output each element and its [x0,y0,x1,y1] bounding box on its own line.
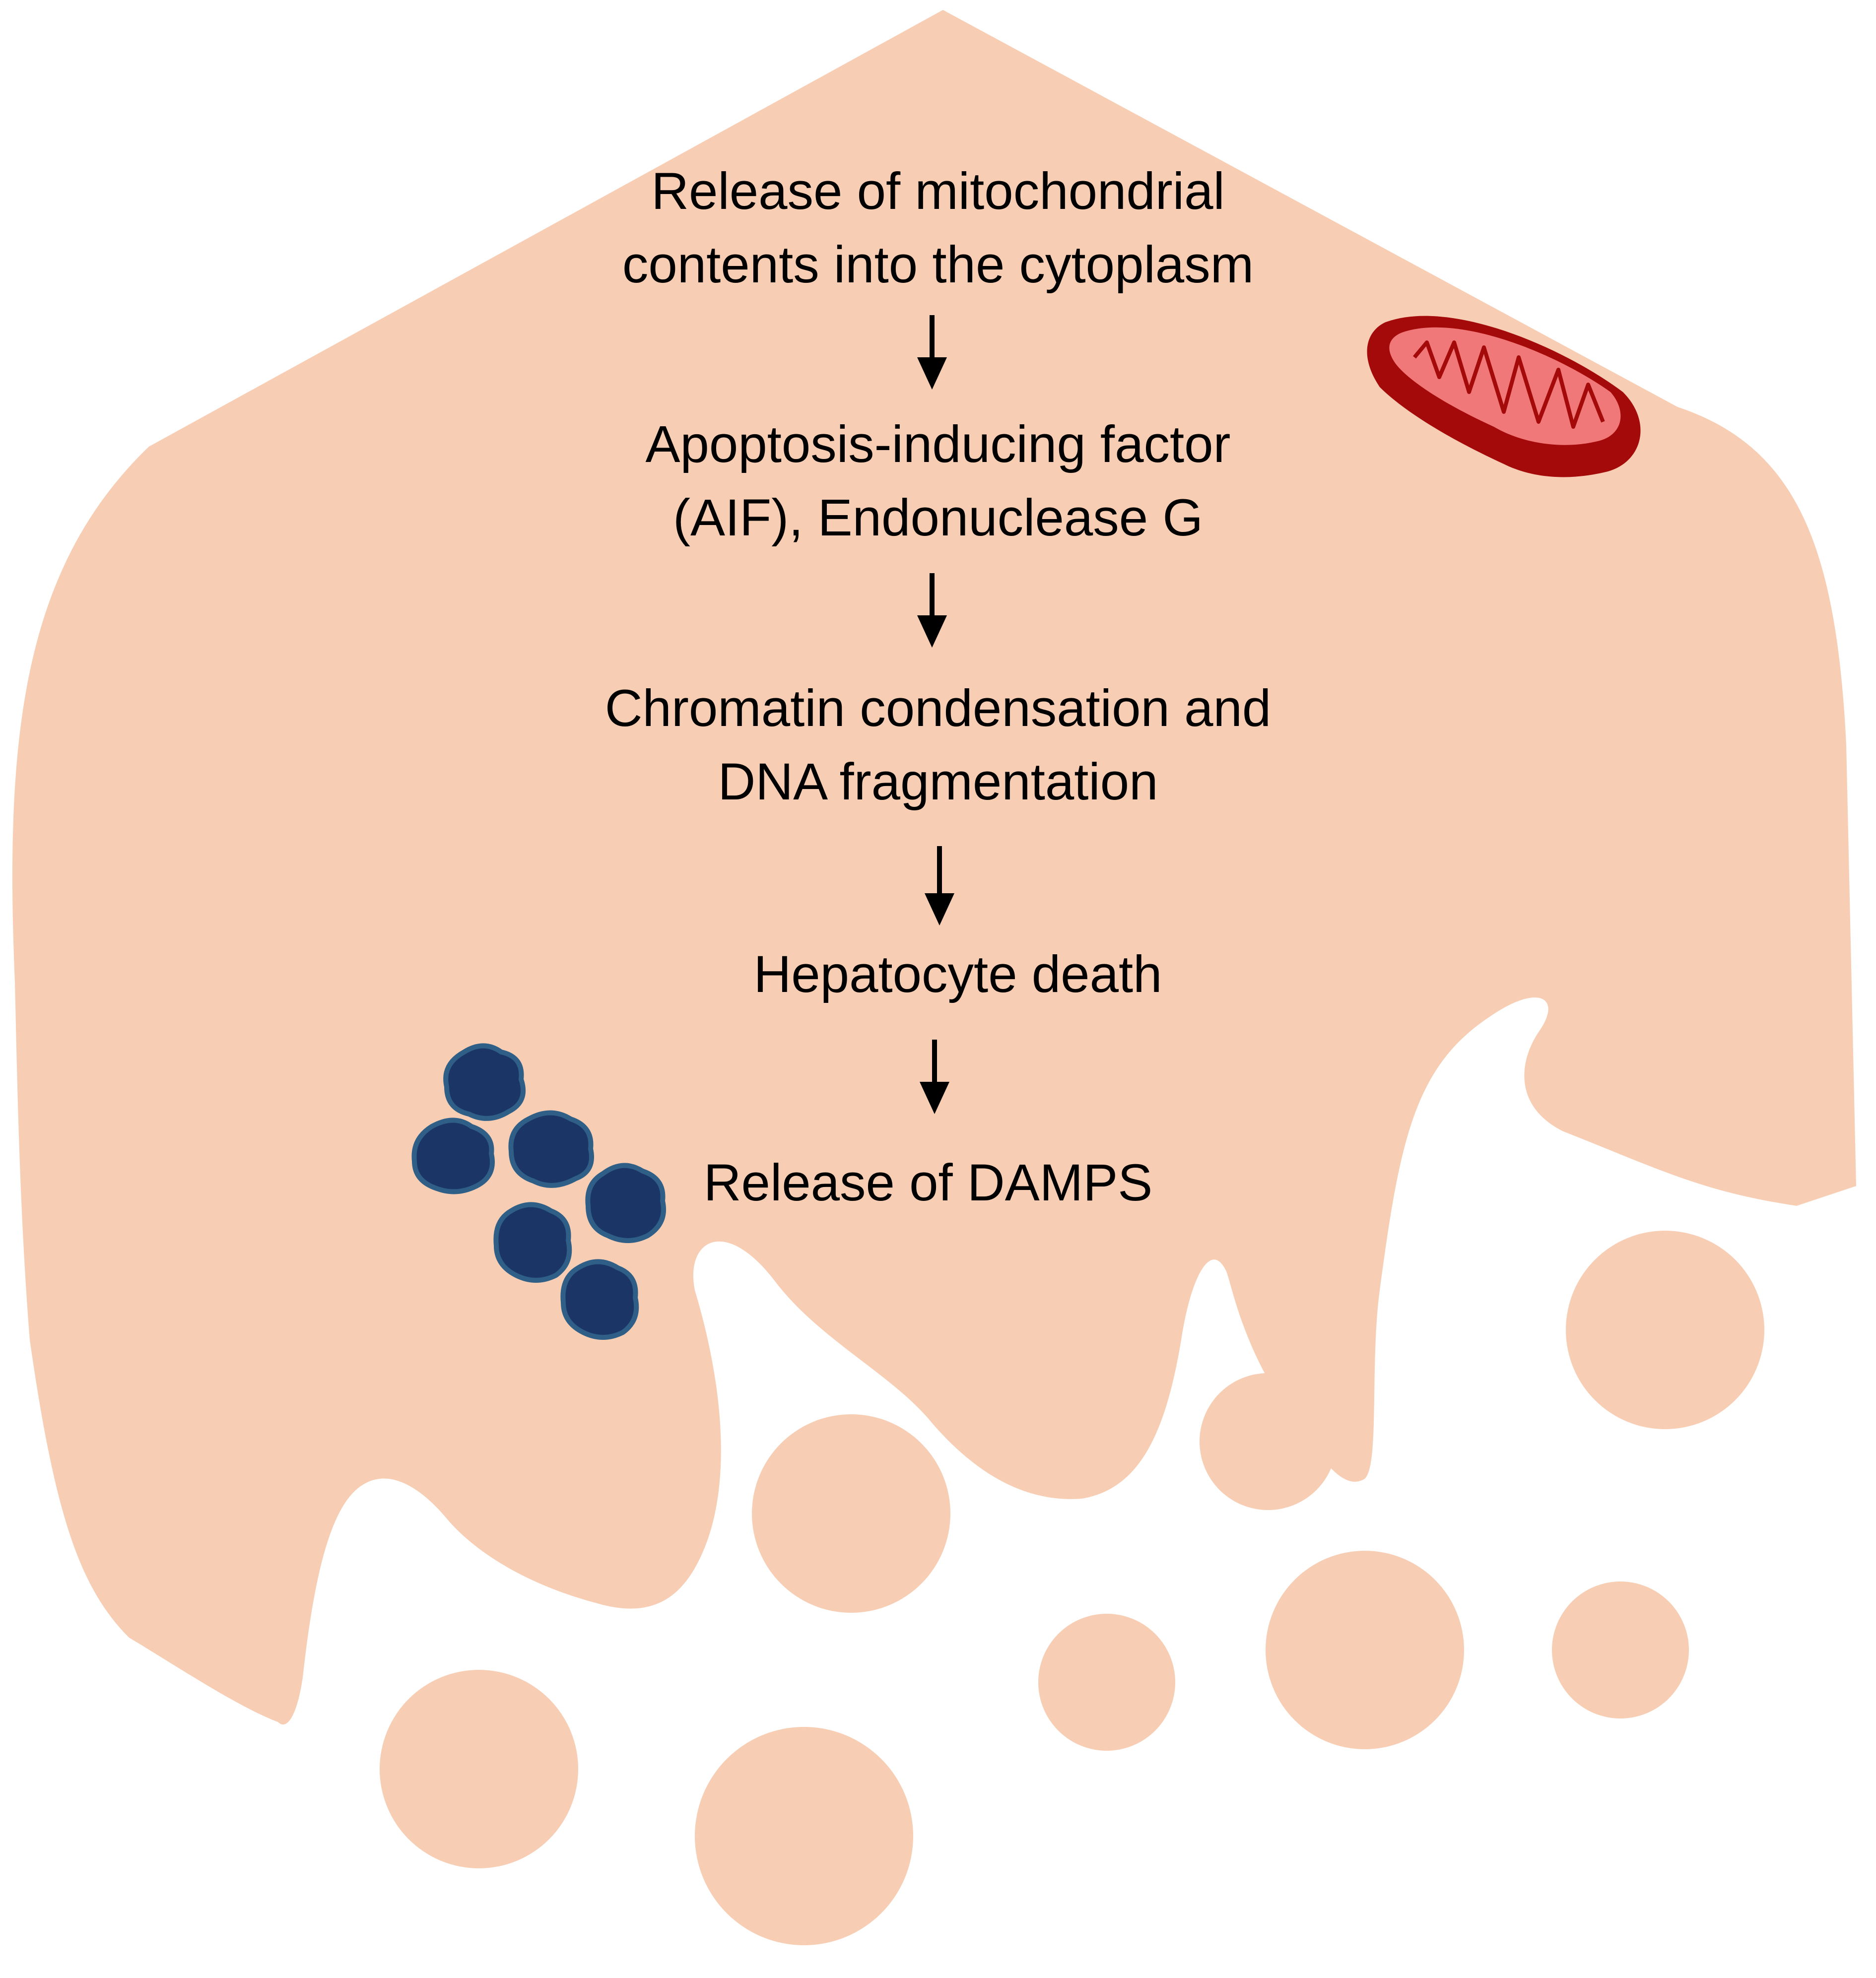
mitochondrion-icon [1367,316,1641,477]
step-aif-endonuclease: Apoptosis-inducing factor (AIF), Endonuc… [645,415,1231,547]
arrow-down-icon [920,1040,949,1114]
arrow-down-icon [917,315,947,390]
damp-5 [493,1202,572,1283]
bleb-2 [695,1727,913,1945]
bleb-6 [1266,1551,1464,1749]
step-chromatin-condensation: Chromatin condensation and DNA fragmenta… [604,679,1272,811]
flow-arrows [917,315,954,1114]
damp-cluster-icon [411,1043,666,1340]
bleb-4 [1038,1614,1175,1751]
bleb-8 [1566,1231,1764,1429]
arrow-down-icon [917,573,947,648]
arrow-down-icon [925,846,954,925]
step-release-damps: Release of DAMPS [703,1154,1153,1212]
damp-4 [585,1163,666,1243]
damp-3 [508,1110,594,1188]
step-mito-release: Release of mitochondrial contents into t… [622,162,1254,294]
damp-2 [411,1118,495,1194]
damp-6 [560,1259,639,1340]
bleb-5 [1200,1373,1337,1510]
bleb-7 [1552,1582,1689,1718]
damp-1 [443,1043,526,1121]
step-hepatocyte-death: Hepatocyte death [753,945,1162,1003]
apoptotic-body-icon [380,1231,1764,1945]
bleb-1 [380,1670,578,1868]
bleb-3 [752,1414,950,1613]
hepatocyte-cell-body [12,10,1857,1725]
